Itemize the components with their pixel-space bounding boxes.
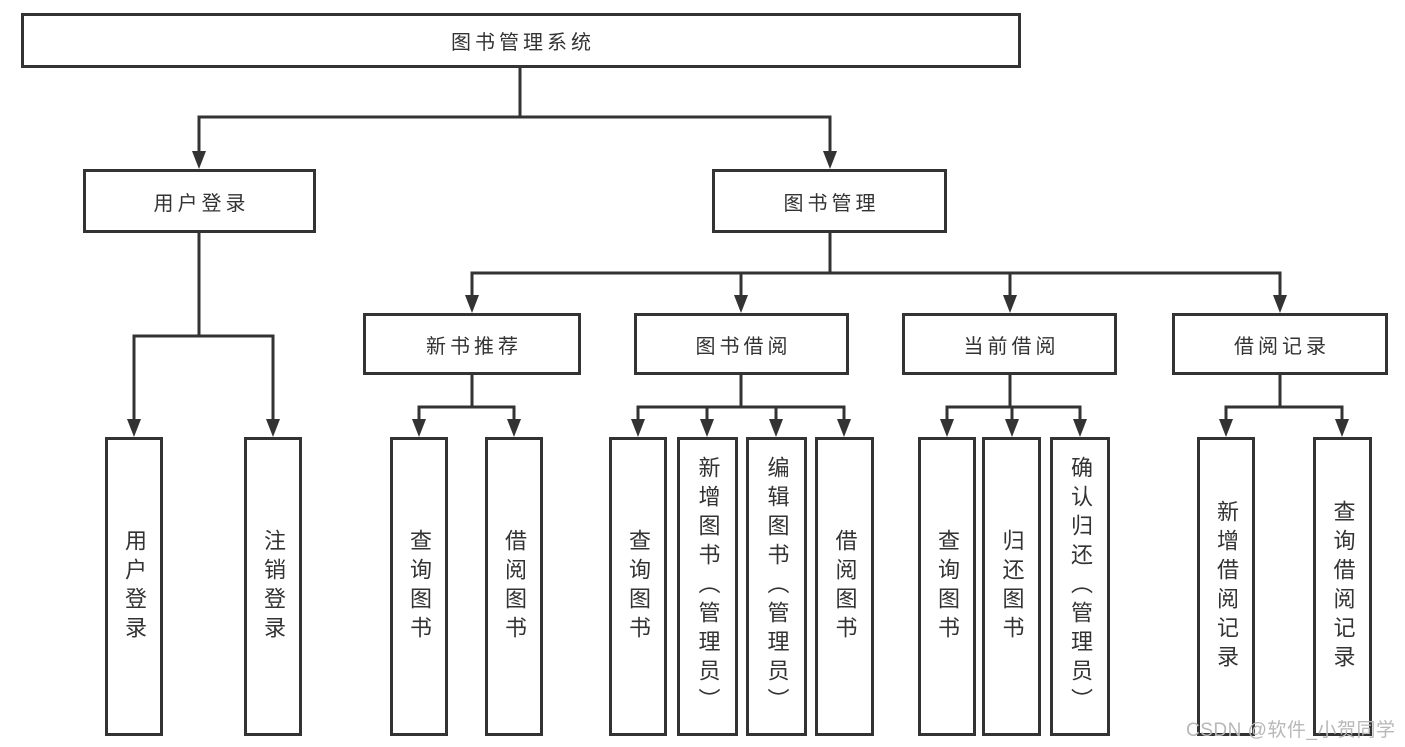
leaf-user-login: 用户登录 — [105, 437, 163, 736]
node-label: 图书借阅 — [695, 335, 792, 358]
node-label: 当前借阅 — [963, 335, 1060, 358]
node-label: 确认归还（管理员） — [1068, 456, 1093, 717]
node-label: 图书管理系统 — [451, 32, 595, 54]
node-book-management: 图书管理 — [712, 169, 947, 233]
leaf-query-borrow-record: 查询借阅记录 — [1313, 437, 1372, 736]
node-new-book-recommend: 新书推荐 — [363, 313, 581, 375]
leaf-query-books-current: 查询图书 — [918, 437, 976, 736]
leaf-logout: 注销登录 — [244, 437, 302, 736]
leaf-edit-book-admin: 编辑图书（管理员） — [746, 437, 807, 736]
node-label: 查询图书 — [935, 528, 960, 645]
leaf-add-borrow-record: 新增借阅记录 — [1197, 437, 1255, 736]
leaf-borrow-books: 借阅图书 — [815, 437, 874, 736]
leaf-query-books-borrowing: 查询图书 — [609, 437, 667, 736]
node-label: 查询图书 — [407, 528, 432, 645]
node-label: 用户登录 — [153, 192, 250, 215]
node-current-borrowing: 当前借阅 — [902, 313, 1117, 375]
node-user-login: 用户登录 — [83, 169, 316, 233]
leaf-return-books: 归还图书 — [982, 437, 1041, 736]
node-label: 新增图书（管理员） — [695, 456, 721, 717]
node-label: 新增借阅记录 — [1214, 499, 1239, 674]
node-label: 用户登录 — [122, 528, 147, 645]
node-label: 新书推荐 — [426, 335, 522, 358]
leaf-query-books-recommend: 查询图书 — [390, 437, 448, 736]
node-label: 图书管理 — [783, 192, 880, 215]
node-label: 查询图书 — [626, 528, 651, 645]
leaf-add-book-admin: 新增图书（管理员） — [677, 437, 738, 736]
node-book-borrowing: 图书借阅 — [634, 313, 849, 375]
node-label: 借阅记录 — [1234, 335, 1330, 358]
arrowheads — [127, 151, 1349, 437]
node-label: 借阅图书 — [502, 528, 527, 645]
node-borrowing-records: 借阅记录 — [1172, 313, 1388, 375]
node-label: 查询借阅记录 — [1330, 499, 1356, 674]
node-label: 编辑图书（管理员） — [764, 456, 790, 717]
node-label: 归还图书 — [999, 528, 1025, 645]
node-label: 注销登录 — [261, 528, 286, 645]
leaf-confirm-return-admin: 确认归还（管理员） — [1050, 437, 1110, 736]
csdn-watermark: CSDN @软件_小贺同学 — [1186, 720, 1396, 741]
leaf-borrow-books-recommend: 借阅图书 — [485, 437, 543, 736]
node-label: 借阅图书 — [832, 528, 858, 645]
node-library-system: 图书管理系统 — [21, 13, 1021, 68]
